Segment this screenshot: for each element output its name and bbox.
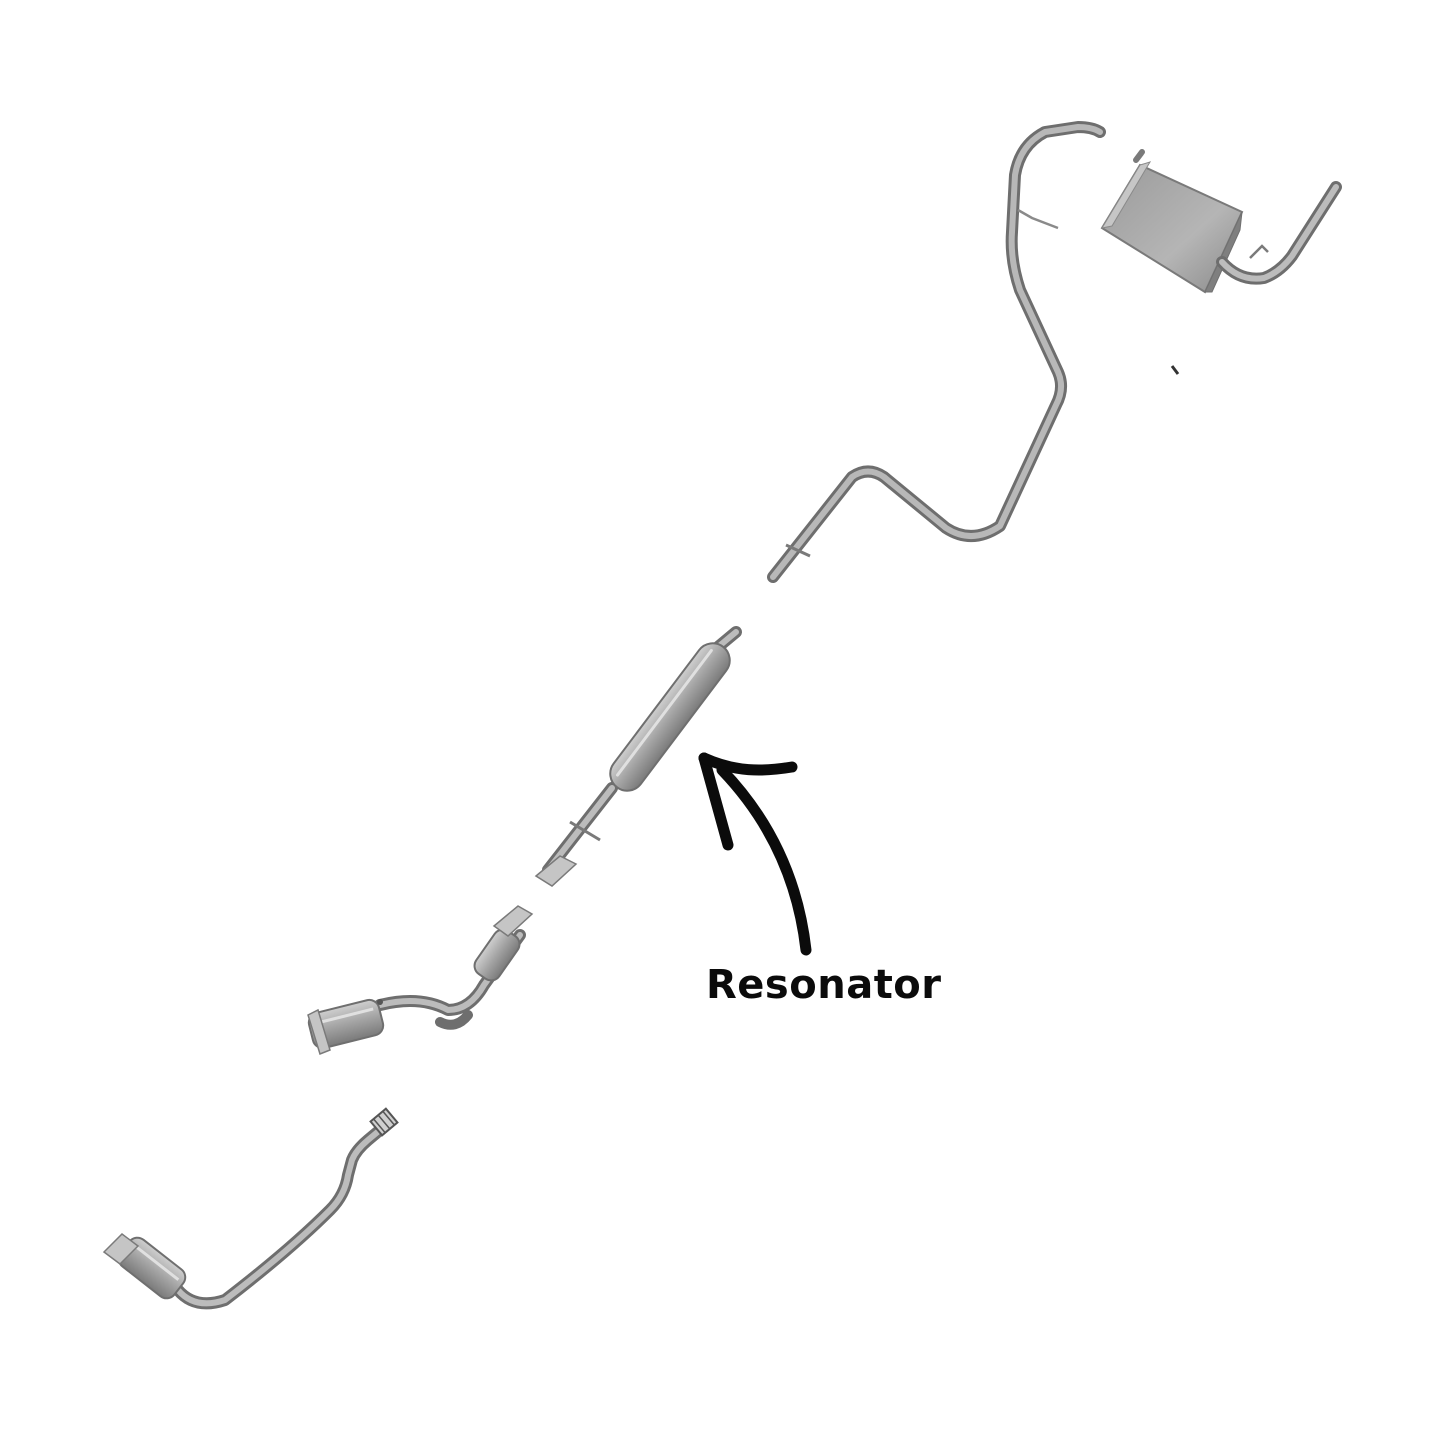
o2-sensor-bung bbox=[377, 999, 383, 1005]
resonator-arrow bbox=[698, 752, 812, 956]
resonator-label: Resonator bbox=[706, 962, 942, 1008]
hanger-bracket bbox=[785, 543, 811, 558]
resonator-hanger bbox=[569, 820, 601, 842]
manifold-flange bbox=[102, 1233, 140, 1265]
front-catalytic-converter bbox=[102, 1107, 399, 1310]
tailpipe-over-axle bbox=[767, 121, 1106, 583]
resonator bbox=[534, 626, 742, 887]
hardware-fragment bbox=[1170, 365, 1180, 375]
rear-muffler bbox=[1100, 149, 1342, 294]
inlet-flange bbox=[534, 855, 578, 887]
muffler-hanger bbox=[1249, 244, 1269, 259]
arrowhead-right bbox=[698, 752, 798, 776]
y-pipe-flange bbox=[492, 905, 534, 937]
arrowhead-left bbox=[698, 752, 734, 851]
hanger-rod bbox=[1017, 208, 1059, 230]
converter-flange bbox=[307, 1008, 331, 1055]
y-pipe-converter bbox=[307, 905, 534, 1055]
